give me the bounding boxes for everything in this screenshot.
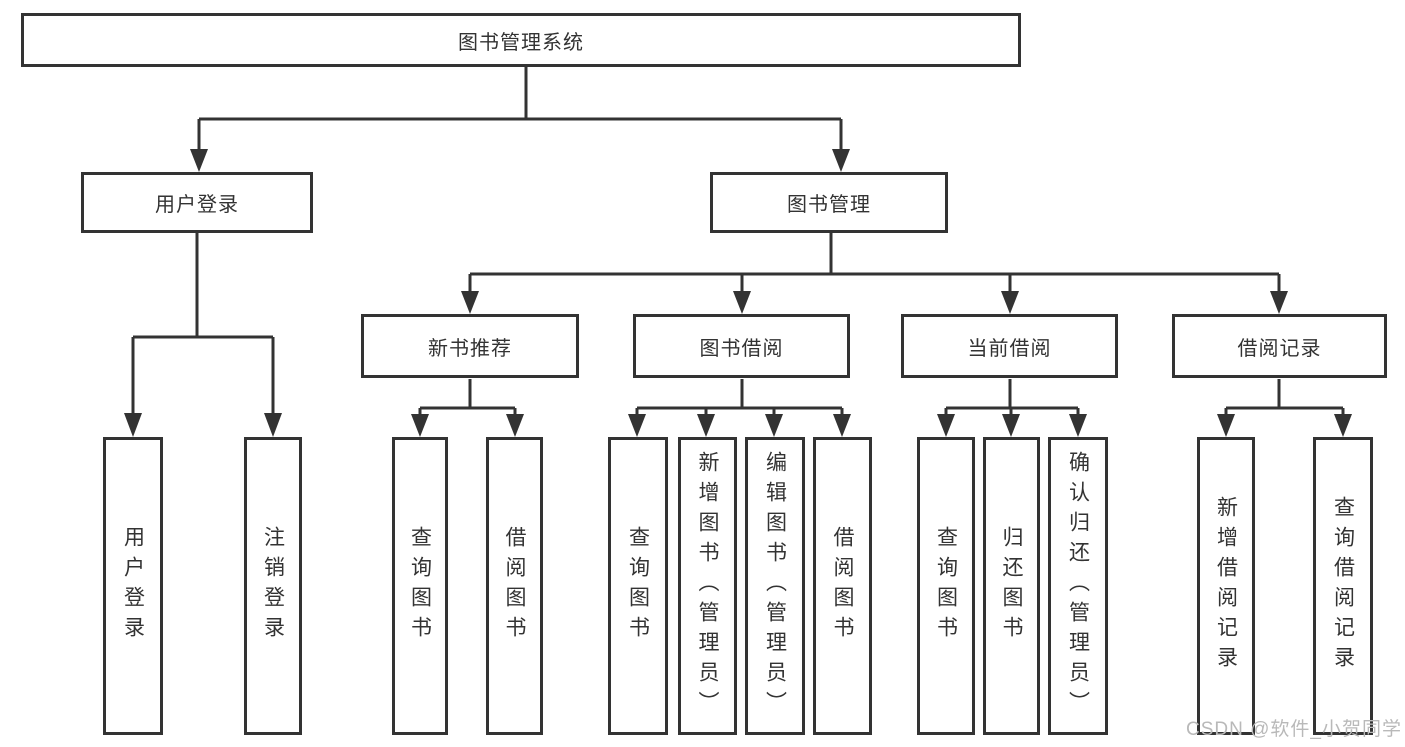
- arrowheads-level2: [190, 149, 850, 172]
- node-confirm-return-admin-label: 确认归还（管理员）: [1066, 451, 1090, 721]
- node-book-management-label: 图书管理: [787, 194, 871, 216]
- node-query-books-recommend-label: 查询图书: [408, 526, 432, 646]
- node-logout-action: 注销登录: [244, 437, 302, 735]
- node-borrow-records-label: 借阅记录: [1237, 337, 1322, 360]
- node-current-borrow-label: 当前借阅: [967, 337, 1052, 360]
- arrowheads-borrow-group: [628, 414, 851, 437]
- node-query-books-recommend: 查询图书: [392, 437, 448, 735]
- connector-book-management-to-level3: [468, 233, 1281, 293]
- watermark: CSDN @软件_小贺同学: [1186, 719, 1402, 740]
- node-user-login-action: 用户登录: [103, 437, 163, 735]
- node-logout-action-label: 注销登录: [261, 526, 285, 646]
- node-return-books: 归还图书: [983, 437, 1040, 735]
- node-add-books-admin-label: 新增图书（管理员）: [696, 451, 719, 721]
- arrowheads-level3: [461, 291, 1288, 314]
- node-borrow-records: 借阅记录: [1172, 314, 1387, 378]
- node-query-books-current: 查询图书: [917, 437, 975, 735]
- node-add-books-admin: 新增图书（管理员）: [678, 437, 737, 735]
- node-user-login-action-label: 用户登录: [121, 526, 145, 646]
- connector-recommend-group: [418, 379, 517, 416]
- node-user-login-label: 用户登录: [155, 194, 239, 216]
- node-new-book-recommend: 新书推荐: [361, 314, 579, 378]
- node-library-system-label: 图书管理系统: [458, 31, 584, 54]
- arrowheads-records-group: [1217, 414, 1352, 437]
- node-book-management: 图书管理: [710, 172, 948, 233]
- arrowheads-user-login-group: [124, 413, 282, 437]
- node-borrow-books-recommend-label: 借阅图书: [503, 526, 526, 646]
- node-add-borrow-record: 新增借阅记录: [1197, 437, 1255, 735]
- arrowheads-recommend-group: [411, 414, 524, 437]
- node-borrow-books-action-label: 借阅图书: [831, 526, 854, 646]
- connector-root-to-level2: [197, 66, 843, 151]
- node-current-borrow: 当前借阅: [901, 314, 1118, 378]
- node-query-books-current-label: 查询图书: [934, 526, 958, 646]
- node-borrow-books-action: 借阅图书: [813, 437, 872, 735]
- connector-records-group: [1224, 379, 1345, 416]
- node-query-books-borrow: 查询图书: [608, 437, 668, 735]
- node-query-borrow-record: 查询借阅记录: [1313, 437, 1373, 735]
- connector-user-login-group: [131, 233, 275, 415]
- node-new-book-recommend-label: 新书推荐: [428, 337, 512, 360]
- node-edit-books-admin-label: 编辑图书（管理员）: [763, 451, 787, 721]
- node-book-borrow: 图书借阅: [633, 314, 850, 378]
- node-edit-books-admin: 编辑图书（管理员）: [745, 437, 805, 735]
- node-user-login: 用户登录: [81, 172, 313, 233]
- connector-borrow-group: [635, 379, 844, 416]
- node-book-borrow-label: 图书借阅: [699, 337, 784, 360]
- node-query-borrow-record-label: 查询借阅记录: [1331, 496, 1355, 676]
- node-borrow-books-recommend: 借阅图书: [486, 437, 543, 735]
- node-library-system: 图书管理系统: [21, 13, 1021, 67]
- node-return-books-label: 归还图书: [1000, 526, 1023, 646]
- connector-current-group: [944, 379, 1080, 416]
- arrowheads-current-group: [937, 414, 1087, 437]
- node-query-books-borrow-label: 查询图书: [626, 526, 650, 646]
- node-add-borrow-record-label: 新增借阅记录: [1214, 496, 1238, 676]
- node-confirm-return-admin: 确认归还（管理员）: [1048, 437, 1108, 735]
